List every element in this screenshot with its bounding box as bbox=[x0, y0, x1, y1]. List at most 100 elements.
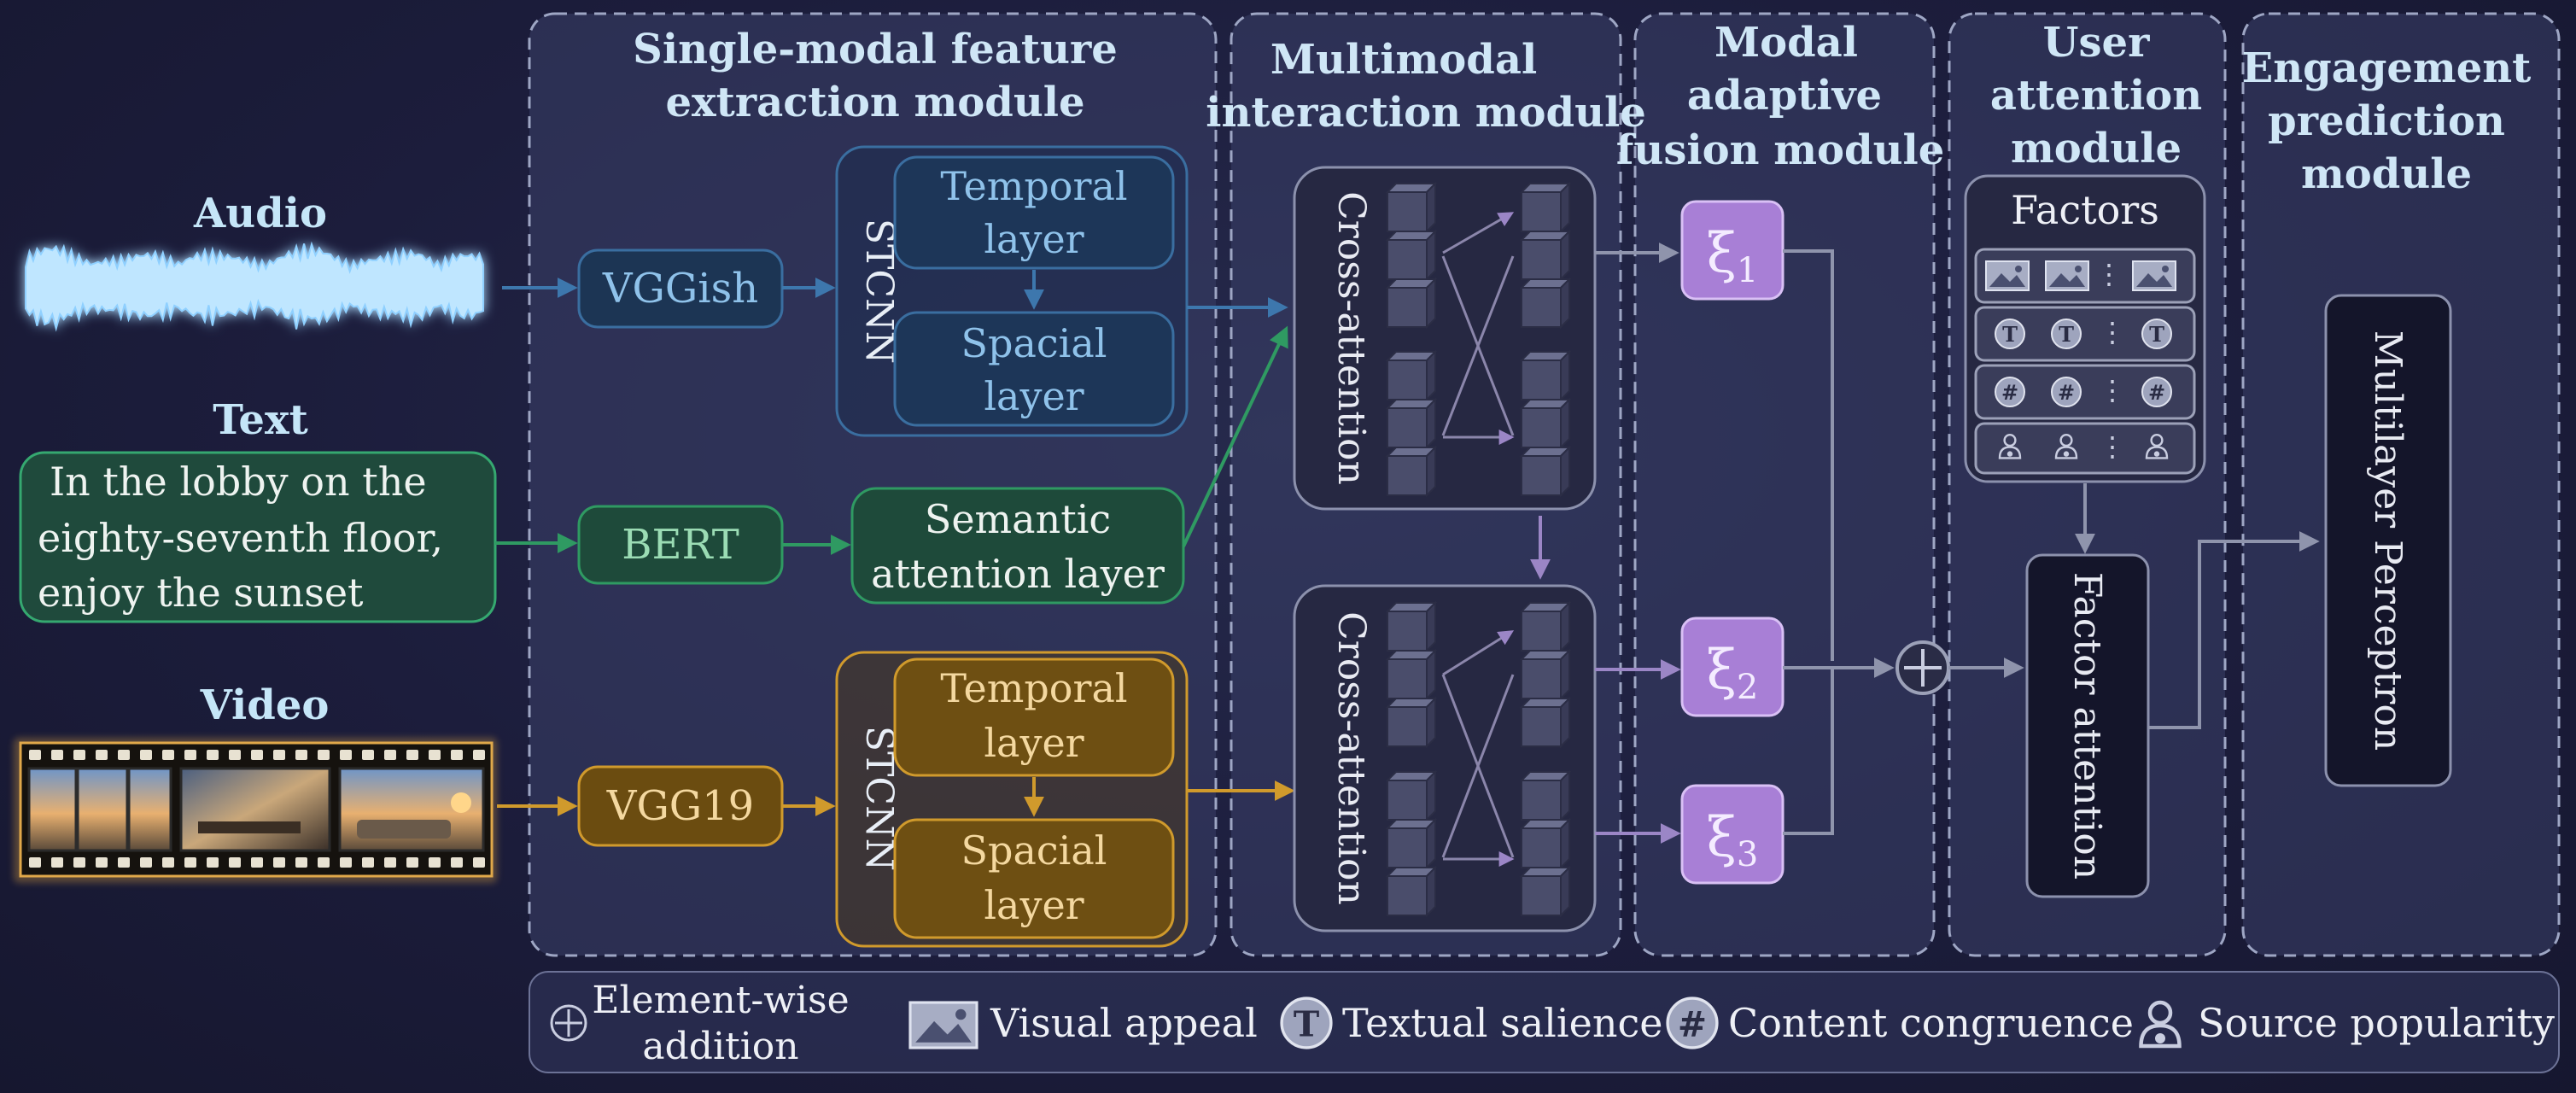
title-user-2: attention bbox=[1990, 72, 2202, 120]
cross-attention-top-label: Cross-attention bbox=[1329, 191, 1373, 485]
spacial-audio-text-2: layer bbox=[984, 373, 1084, 419]
mlp-box: Multilayer Perceptron bbox=[2324, 294, 2452, 787]
legend-t-icon bbox=[1280, 997, 1333, 1049]
film-sprocket bbox=[184, 857, 196, 868]
title-user-1: User bbox=[2043, 19, 2150, 67]
factors-title: Factors bbox=[2011, 187, 2159, 233]
film-strip bbox=[19, 741, 494, 878]
xi-1-symbol: ξ bbox=[1707, 222, 1737, 285]
element-wise-sum bbox=[1895, 640, 1950, 695]
film-sprocket bbox=[207, 750, 219, 760]
spacial-layer-audio bbox=[893, 311, 1175, 427]
mlp-label: Multilayer Perceptron bbox=[2366, 330, 2410, 751]
legend-addition-line-1: Element-wise bbox=[592, 979, 849, 1022]
film-sprocket bbox=[184, 750, 196, 760]
title-multimodal-2: interaction module bbox=[1206, 89, 1646, 137]
title-user-3: module bbox=[2011, 125, 2182, 172]
legend-source: Source popularity bbox=[2141, 1000, 2555, 1046]
legend-image-icon bbox=[908, 1001, 978, 1049]
temporal-video-text-1: Temporal bbox=[940, 665, 1127, 711]
xi-2-sub: 2 bbox=[1737, 668, 1758, 707]
semantic-attention-text-1: Semantic bbox=[925, 496, 1111, 542]
film-sprocket bbox=[273, 750, 285, 760]
fusion-weight-3: ξ3 bbox=[1680, 784, 1785, 885]
spacial-layer-video bbox=[893, 818, 1175, 939]
film-sprocket bbox=[229, 857, 241, 868]
video-frame-1 bbox=[29, 769, 171, 850]
cross-attention-top-box bbox=[1293, 166, 1597, 511]
xi-3-symbol: ξ bbox=[1707, 806, 1737, 869]
film-sprocket bbox=[340, 857, 352, 868]
fusion-input-arrows bbox=[1595, 243, 1681, 844]
film-sprocket bbox=[140, 750, 152, 760]
cross-attention-bottom-label: Cross-attention bbox=[1329, 611, 1373, 905]
film-sprocket bbox=[451, 750, 463, 760]
text-input: Text In the lobby on the eighty-seventh … bbox=[19, 396, 497, 623]
svg-text:ξ2: ξ2 bbox=[1707, 639, 1759, 707]
spacial-video-text-1: Spacial bbox=[961, 827, 1107, 874]
film-sprocket bbox=[295, 857, 307, 868]
title-engagement-1: Engagement bbox=[2242, 44, 2532, 92]
film-sprocket bbox=[429, 857, 441, 868]
temporal-audio-text-1: Temporal bbox=[940, 163, 1127, 209]
film-sprocket bbox=[207, 857, 219, 868]
film-sprocket bbox=[251, 857, 263, 868]
legend-content-text: Content congruence bbox=[1728, 1000, 2134, 1046]
video-input: Video bbox=[14, 681, 497, 883]
temporal-layer-audio bbox=[893, 155, 1175, 270]
cross-attention-top: Cross-attention bbox=[1293, 166, 1597, 511]
film-sprocket bbox=[51, 857, 63, 868]
spacial-audio-text-1: Spacial bbox=[961, 320, 1107, 366]
factor-attention-box: Factor attention bbox=[2025, 553, 2150, 898]
video-branch: VGG19 STCNN Temporal layer Spacial layer bbox=[497, 651, 1189, 948]
temporal-video-text-2: layer bbox=[984, 720, 1084, 766]
video-label: Video bbox=[200, 681, 330, 729]
film-sprocket bbox=[229, 750, 241, 760]
film-sprocket bbox=[384, 857, 396, 868]
attention-to-mlp-arrow bbox=[2148, 531, 2320, 729]
factor-attention-label: Factor attention bbox=[2065, 572, 2109, 880]
semantic-attention-text-2: attention layer bbox=[871, 551, 1165, 597]
film-sprocket bbox=[29, 750, 41, 760]
film-sprocket bbox=[73, 750, 85, 760]
fusion-weight-1: ξ1 bbox=[1680, 200, 1785, 301]
film-sprocket bbox=[406, 857, 418, 868]
spacial-video-text-2: layer bbox=[984, 882, 1084, 928]
legend-textual: Textual salience bbox=[1280, 997, 1662, 1049]
legend-source-text: Source popularity bbox=[2198, 1000, 2555, 1046]
svg-text:ξ1: ξ1 bbox=[1707, 222, 1759, 290]
film-sprocket bbox=[96, 750, 108, 760]
film-sprocket bbox=[273, 857, 285, 868]
factor-row-textual bbox=[1974, 306, 2196, 362]
film-sprocket bbox=[295, 750, 307, 760]
fusion-wiring bbox=[1783, 249, 1895, 835]
title-fusion-1: Modal bbox=[1714, 19, 1858, 67]
film-sprocket bbox=[362, 750, 374, 760]
video-frame-2 bbox=[181, 769, 330, 850]
legend-hash-icon bbox=[1666, 997, 1719, 1049]
audio-waveform bbox=[25, 241, 484, 332]
legend-addition: Element-wise addition bbox=[550, 979, 850, 1068]
cross-attention-bottom-box bbox=[1293, 584, 1597, 932]
film-sprocket bbox=[51, 750, 63, 760]
legend-content: Content congruence bbox=[1666, 997, 2134, 1049]
legend-visual: Visual appeal bbox=[908, 1000, 1258, 1049]
factor-ellipsis-4: ⋮ bbox=[2099, 430, 2126, 463]
film-sprocket bbox=[362, 857, 374, 868]
film-sprocket bbox=[340, 750, 352, 760]
title-multimodal-1: Multimodal bbox=[1270, 36, 1537, 84]
text-line-3: enjoy the sunset bbox=[38, 570, 364, 616]
film-sprocket bbox=[429, 750, 441, 760]
factor-ellipsis-2: ⋮ bbox=[2099, 316, 2126, 348]
audio-branch: VGGish STCNN Temporal layer Spacial laye… bbox=[502, 145, 1189, 437]
film-sprocket bbox=[140, 857, 152, 868]
title-engagement-3: module bbox=[2301, 150, 2472, 198]
text-line-1: In the lobby on the bbox=[50, 459, 427, 505]
film-sprocket bbox=[384, 750, 396, 760]
film-sprocket bbox=[406, 750, 418, 760]
legend-visual-text: Visual appeal bbox=[990, 1000, 1258, 1046]
vggish-label: VGGish bbox=[602, 265, 758, 313]
title-fusion-3: fusion module bbox=[1616, 126, 1944, 174]
